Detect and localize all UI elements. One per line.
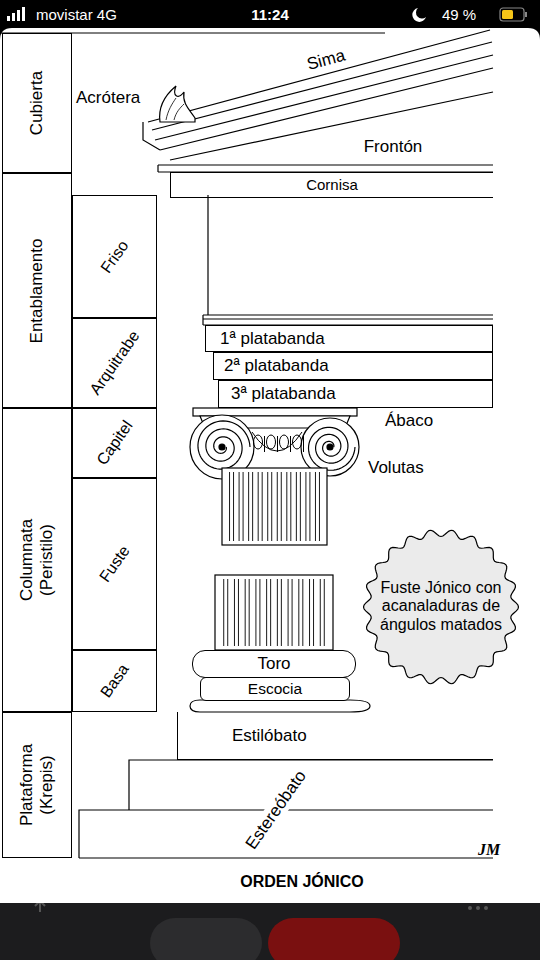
callout-bubble: Fuste Jónico con acanaladuras de ángulos… [362, 528, 520, 686]
part-label: Ábaco [385, 411, 433, 431]
part-name: Estilóbato [232, 726, 307, 746]
section-name: Cubierta [27, 71, 47, 135]
section-name: Plataforma (Krepis) [17, 735, 56, 835]
band-cell: Arquitrabe [72, 318, 157, 408]
part-name: 2ª platabanda [224, 356, 329, 376]
section-name: Capitel [93, 417, 137, 468]
part-name: 1ª platabanda [220, 329, 325, 349]
band-cell: Columnata (Peristilo) [2, 408, 72, 712]
part-name: Cornisa [306, 176, 358, 193]
part-band: Toro [192, 650, 356, 678]
part-name: 3ª platabanda [231, 384, 336, 404]
status-text: 49 % [442, 6, 476, 23]
status-text: 11:24 [251, 6, 289, 23]
part-band: Estilóbato [177, 712, 493, 760]
status-text: movistar 4G [36, 6, 117, 23]
signature: JM [478, 841, 500, 859]
section-name: Entablamento [27, 238, 47, 343]
part-band: 3ª platabanda [218, 380, 493, 408]
band-cell: Basa [72, 650, 157, 712]
part-band: Cornisa [170, 172, 493, 198]
part-band: 2ª platabanda [213, 352, 493, 380]
band-cell: Friso [72, 195, 157, 318]
callout-text: Fuste Jónico con acanaladuras de ángulos… [377, 579, 505, 634]
part-band: Escocia [200, 677, 350, 701]
part-label: Acrótera [76, 88, 140, 108]
section-name: Basa [97, 661, 133, 701]
section-name: Friso [97, 237, 132, 277]
section-name: Arquitrabe [86, 327, 143, 398]
part-label: Estereóbato [241, 765, 312, 855]
band-cell: Plataforma (Krepis) [2, 712, 72, 858]
part-label: Frontón [364, 137, 423, 157]
band-cell: Entablamento [2, 173, 72, 408]
part-label: Sima [305, 46, 347, 75]
part-band: 1ª platabanda [205, 325, 493, 352]
section-name: Fuste [95, 542, 133, 585]
band-cell: Fuste [72, 478, 157, 650]
part-name: Toro [257, 654, 290, 674]
band-cell: Cubierta [2, 33, 72, 173]
section-name: Columnata (Peristilo) [17, 510, 56, 610]
part-label: Volutas [368, 458, 424, 478]
band-cell: Capitel [72, 408, 157, 478]
diagram-title: ORDEN JÓNICO [240, 873, 364, 891]
part-name: Escocia [248, 680, 302, 698]
